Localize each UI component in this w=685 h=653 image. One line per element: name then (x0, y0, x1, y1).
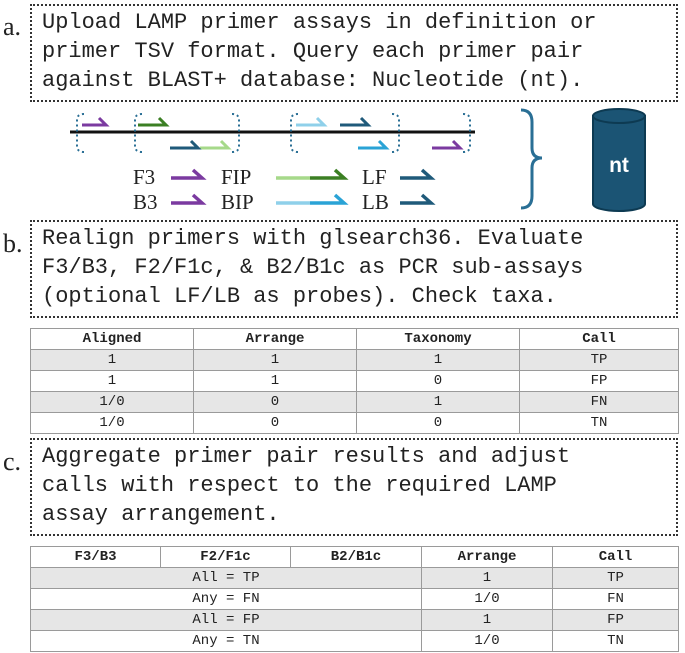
arrow-f3 (82, 116, 110, 127)
table-b-header: Taxonomy (356, 328, 520, 350)
legend-lb-arrow (400, 193, 436, 205)
table-cell: All = FP (30, 609, 422, 631)
table-row: 1/0 0 0 TN (30, 412, 679, 434)
legend-f3-label: F3 (133, 165, 155, 189)
arrow-f1c (200, 139, 232, 150)
legend-lf-arrow (400, 168, 436, 180)
table-cell: Any = FN (30, 588, 422, 610)
table-cell: 1 (356, 349, 520, 371)
table-b-header: Call (519, 328, 679, 350)
table-cell: 1 (193, 349, 357, 371)
legend-fip-arrow (276, 168, 349, 180)
table-cell: TP (519, 349, 679, 371)
database-label: nt (609, 154, 629, 177)
table-cell: 1 (356, 391, 520, 413)
table-cell: 0 (193, 412, 357, 434)
table-cell: 0 (356, 370, 520, 392)
table-cell: FP (519, 370, 679, 392)
database-cylinder-icon (592, 108, 646, 212)
table-row: 1/0 0 1 FN (30, 391, 679, 413)
table-b-header-row: Aligned Arrange Taxonomy Call (30, 328, 679, 350)
legend-b3-arrow (171, 193, 207, 205)
table-row: 1 1 0 FP (30, 370, 679, 392)
arrow-b3 (432, 139, 464, 150)
table-cell: 1 (421, 567, 553, 589)
table-c-header: Call (552, 546, 679, 568)
step-c-marker: c. (3, 447, 22, 476)
arrow-b2 (358, 139, 390, 150)
table-cell: TN (552, 630, 679, 652)
table-cell: 1/0 (30, 391, 194, 413)
table-row: 1 1 1 TP (30, 349, 679, 371)
step-c-line-2: calls with respect to the required LAMP (42, 473, 557, 498)
step-b-line-3: (optional LF/LB as probes). Check taxa. (42, 284, 557, 309)
step-a-line-1: Upload LAMP primer assays in definition … (42, 10, 597, 35)
legend-lb-label: LB (362, 190, 389, 214)
table-cell: TN (519, 412, 679, 434)
table-row: All = TP 1 TP (30, 567, 679, 589)
table-cell: FN (519, 391, 679, 413)
table-row: All = FP 1 FP (30, 609, 679, 631)
table-row: Any = TN 1/0 TN (30, 630, 679, 652)
table-cell: 1/0 (30, 412, 194, 434)
table-cell: FP (552, 609, 679, 631)
step-a-line-2: primer TSV format. Query each primer pai… (42, 39, 584, 64)
table-cell: FN (552, 588, 679, 610)
table-cell: 1 (30, 349, 194, 371)
step-c-line-1: Aggregate primer pair results and adjust (42, 444, 571, 469)
legend-b3-label: B3 (133, 190, 158, 214)
arrow-f2 (138, 116, 170, 127)
step-a-box: Upload LAMP primer assays in definition … (30, 4, 678, 102)
table-c-header: B2/B1c (290, 546, 422, 568)
step-b-box: Realign primers with glsearch36. Evaluat… (30, 220, 678, 318)
table-cell: 0 (356, 412, 520, 434)
call-table-b: Aligned Arrange Taxonomy Call 1 1 1 TP 1… (30, 328, 679, 434)
table-cell: 1/0 (421, 588, 553, 610)
step-a-line-3: against BLAST+ database: Nucleotide (nt)… (42, 68, 584, 93)
step-b-marker: b. (3, 229, 23, 258)
table-cell: 1 (421, 609, 553, 631)
table-cell: All = TP (30, 567, 422, 589)
step-b-line-1: Realign primers with glsearch36. Evaluat… (42, 226, 584, 251)
arrow-lb (340, 116, 372, 127)
legend-f3-arrow (171, 168, 207, 180)
table-c-header: F3/B3 (30, 546, 161, 568)
table-c-header: Arrange (421, 546, 553, 568)
legend-fip-label: FIP (221, 165, 251, 189)
table-c-header-row: F3/B3 F2/F1c B2/B1c Arrange Call (30, 546, 679, 568)
table-cell: 1 (193, 370, 357, 392)
table-cell: 1/0 (421, 630, 553, 652)
table-b-header: Aligned (30, 328, 194, 350)
table-cell: 0 (193, 391, 357, 413)
table-cell: 1 (30, 370, 194, 392)
table-row: Any = FN 1/0 FN (30, 588, 679, 610)
table-c-header: F2/F1c (160, 546, 291, 568)
step-c-line-3: assay arrangement. (42, 502, 280, 527)
table-cell: TP (552, 567, 679, 589)
step-b-line-2: F3/B3, F2/F1c, & B2/B1c as PCR sub-assay… (42, 255, 584, 280)
arrow-b1c (296, 116, 328, 127)
table-cell: Any = TN (30, 630, 422, 652)
legend-bip-arrow (276, 193, 349, 205)
step-c-box: Aggregate primer pair results and adjust… (30, 438, 678, 536)
table-b-header: Arrange (193, 328, 357, 350)
call-table-c: F3/B3 F2/F1c B2/B1c Arrange Call All = T… (30, 546, 679, 652)
legend-lf-label: LF (362, 165, 387, 189)
legend-bip-label: BIP (221, 190, 254, 214)
curly-brace (520, 108, 543, 210)
arrow-lf (170, 139, 202, 150)
step-a-marker: a. (3, 12, 22, 41)
primer-diagram: F3 B3 FIP BIP LF LB nt (70, 108, 646, 214)
